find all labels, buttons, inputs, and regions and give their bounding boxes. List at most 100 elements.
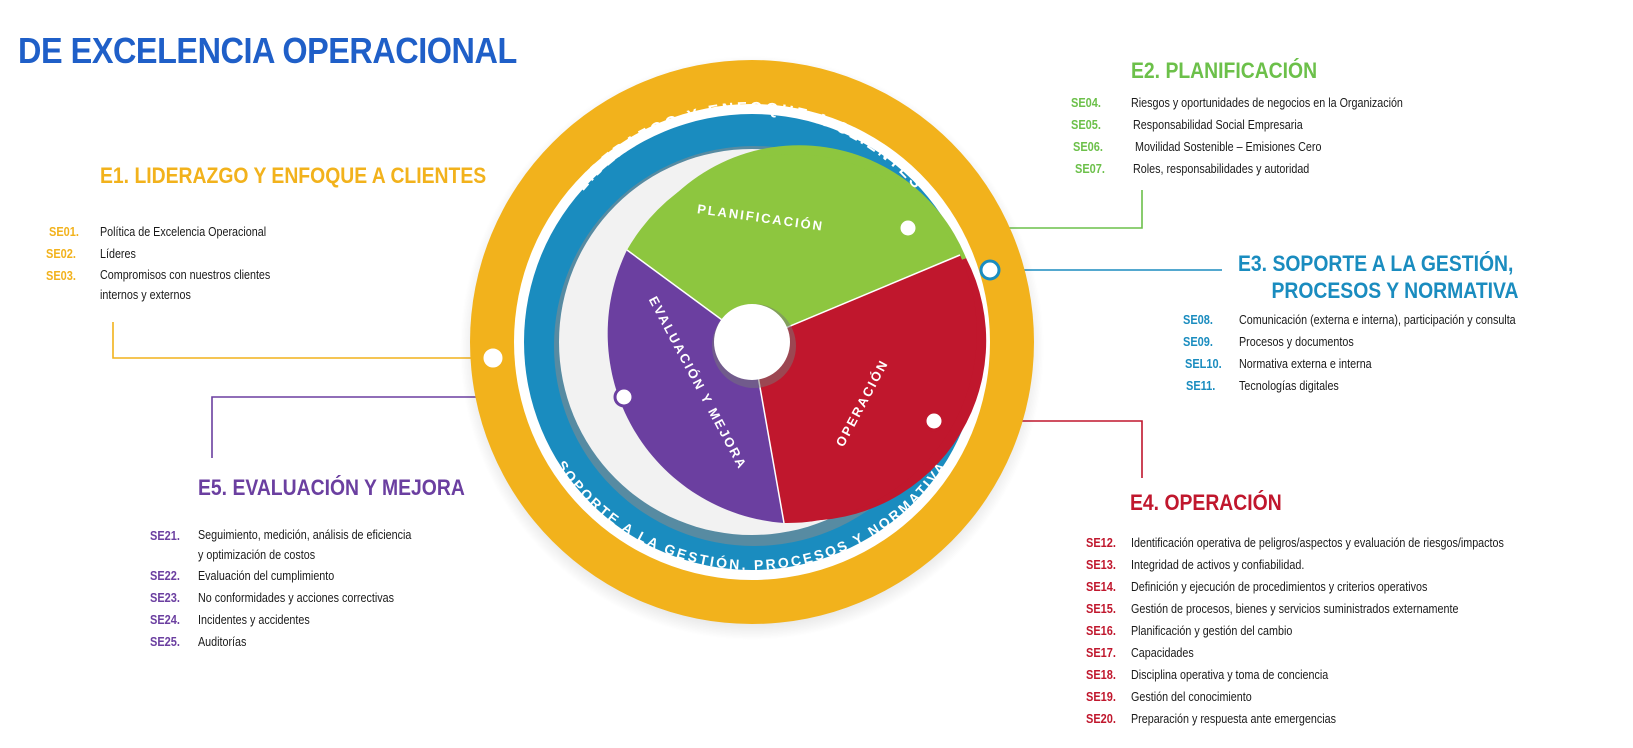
item-code: SE15. (1086, 602, 1116, 616)
item-code: SE09. (1183, 335, 1213, 349)
list-item: SE08. Comunicación (externa e interna), … (1183, 309, 1603, 331)
item-text: Preparación y respuesta ante emergencias (1131, 712, 1336, 726)
list-item: SE01. Política de Excelencia Operacional (46, 221, 346, 243)
item-code: SE22. (150, 569, 180, 583)
e3-title-line-2: PROCESOS Y NORMATIVA (1271, 278, 1519, 303)
list-item: SE21. Seguimiento, medición, análisis de… (150, 525, 470, 565)
list-item: SE17. Capacidades (1086, 642, 1606, 664)
item-text: Seguimiento, medición, análisis de efici… (198, 528, 412, 542)
item-code: SE17. (1086, 646, 1116, 660)
e5-section-title: E5. EVALUACIÓN Y MEJORA (198, 475, 465, 500)
item-code: SE04. (1071, 96, 1101, 110)
item-text: Definición y ejecución de procedimientos… (1131, 580, 1428, 594)
item-text: Gestión del conocimiento (1131, 690, 1252, 704)
e3-item-list: SE08. Comunicación (externa e interna), … (1183, 309, 1603, 397)
item-code: SE02. (46, 247, 76, 261)
item-text: Procesos y documentos (1239, 335, 1354, 349)
e1-connector-line (112, 322, 493, 359)
list-item: SE04. Riesgos y oportunidades de negocio… (1071, 92, 1491, 114)
item-text: Identificación operativa de peligros/asp… (1131, 536, 1504, 550)
list-item: SE11. Tecnologías digitales (1183, 375, 1603, 397)
e1-item-list: SE01. Política de Excelencia Operacional… (46, 221, 346, 305)
list-item: SE02. Líderes (46, 243, 346, 265)
item-text-continued: internos y externos (100, 288, 191, 302)
list-item: SE14. Definición y ejecución de procedimi… (1086, 576, 1606, 598)
e5-connector-dot[interactable] (613, 386, 635, 408)
e3-title-line-1: E3. SOPORTE A LA GESTIÓN, (1238, 251, 1514, 276)
item-text: No conformidades y acciones correctivas (198, 591, 394, 605)
e1-section-title: E1. LIDERAZGO Y ENFOQUE A CLIENTES (100, 163, 487, 188)
item-text: Comunicación (externa e interna), partic… (1239, 313, 1516, 327)
e2-section-title: E2. PLANIFICACIÓN (1131, 58, 1318, 83)
item-text: Disciplina operativa y toma de concienci… (1131, 668, 1329, 682)
e2-connector-dot[interactable] (897, 217, 919, 239)
item-code: SE06. (1073, 140, 1103, 154)
item-text: Incidentes y accidentes (198, 613, 310, 627)
item-code: SE25. (150, 635, 180, 649)
item-code: SE20. (1086, 712, 1116, 726)
connector-dots (480, 217, 1001, 432)
item-code: SE19. (1086, 690, 1116, 704)
e4-connector-dot[interactable] (923, 410, 945, 432)
item-code: SE14. (1086, 580, 1116, 594)
list-item: SEL10. Normativa externa e interna (1183, 353, 1603, 375)
page-title: DE EXCELENCIA OPERACIONAL (18, 30, 517, 71)
item-code: SE18. (1086, 668, 1116, 682)
item-code: SE23. (150, 591, 180, 605)
list-item: SE20. Preparación y respuesta ante emerge… (1086, 708, 1606, 730)
item-code: SEL10. (1185, 357, 1222, 371)
list-item: SE15. Gestión de procesos, bienes y servi… (1086, 598, 1606, 620)
segment-evaluacion-fill (607, 250, 784, 523)
list-item: SE06. Movilidad Sostenible – Emisiones C… (1071, 136, 1491, 158)
item-code: SE05. (1071, 118, 1101, 132)
e2-item-list: SE04. Riesgos y oportunidades de negocio… (1071, 92, 1491, 180)
list-item: SE23. No conformidades y acciones correct… (150, 587, 470, 609)
list-item: SE24. Incidentes y accidentes (150, 609, 470, 631)
e3-connector-dot[interactable] (979, 259, 1001, 281)
item-code: SE21. (150, 529, 180, 543)
list-item: SE07. Roles, responsabilidades y autorid… (1071, 158, 1491, 180)
item-text: Capacidades (1131, 646, 1194, 660)
list-item: SE13.Integridad de activos y confiabilid… (1086, 554, 1606, 576)
segment-planificacion-fill (627, 153, 960, 342)
segment-operacion-fill (752, 255, 977, 524)
list-item: SE05. Responsabilidad Social Empresaria (1071, 114, 1491, 136)
item-text: Roles, responsabilidades y autoridad (1133, 162, 1310, 176)
item-text: Normativa externa e interna (1239, 357, 1372, 371)
e3-section-title: E3. SOPORTE A LA GESTIÓN, PROCESOS Y NOR… (1238, 250, 1519, 304)
item-text: Evaluación del cumplimiento (198, 569, 335, 583)
list-item: SE22. Evaluación del cumplimiento (150, 565, 470, 587)
e5-item-list: SE21. Seguimiento, medición, análisis de… (150, 525, 470, 653)
list-item: SE09. Procesos y documentos (1183, 331, 1603, 353)
center-hub (714, 304, 790, 380)
item-text: Auditorías (198, 635, 247, 649)
item-text: Planificación y gestión del cambio (1131, 624, 1293, 638)
item-text: Responsabilidad Social Empresaria (1133, 118, 1303, 132)
list-item: SE18. Disciplina operativa y toma de conc… (1086, 664, 1606, 686)
item-text: Política de Excelencia Operacional (100, 225, 267, 239)
item-text: Movilidad Sostenible – Emisiones Cero (1135, 140, 1322, 154)
item-code: SE08. (1183, 313, 1213, 327)
e4-item-list: SE12.Identificación operativa de peligro… (1086, 532, 1606, 730)
item-text: Integridad de activos y confiabilidad. (1131, 558, 1305, 572)
list-item: SE12.Identificación operativa de peligro… (1086, 532, 1606, 554)
item-text: Compromisos con nuestros clientes (100, 268, 271, 282)
item-text: Gestión de procesos, bienes y servicios … (1131, 602, 1459, 616)
item-text: Riesgos y oportunidades de negocios en l… (1131, 96, 1403, 110)
list-item: SE19. Gestión del conocimiento (1086, 686, 1606, 708)
list-item: SE03. Compromisos con nuestros clientes … (46, 265, 346, 305)
item-code: SE07. (1075, 162, 1105, 176)
e4-section-title: E4. OPERACIÓN (1130, 490, 1282, 515)
item-text-continued: y optimización de costos (198, 548, 316, 562)
item-code: SE11. (1186, 379, 1216, 393)
item-code: SE03. (46, 269, 76, 283)
item-code: SE01. (49, 225, 79, 239)
item-code: SE16. (1086, 624, 1116, 638)
e1-connector-dot[interactable] (480, 345, 506, 371)
list-item: SE25. Auditorías (150, 631, 470, 653)
item-code: SE24. (150, 613, 180, 627)
item-text: Tecnologías digitales (1239, 379, 1339, 393)
list-item: SE16. Planificación y gestión del cambio (1086, 620, 1606, 642)
item-text: Líderes (100, 247, 136, 261)
